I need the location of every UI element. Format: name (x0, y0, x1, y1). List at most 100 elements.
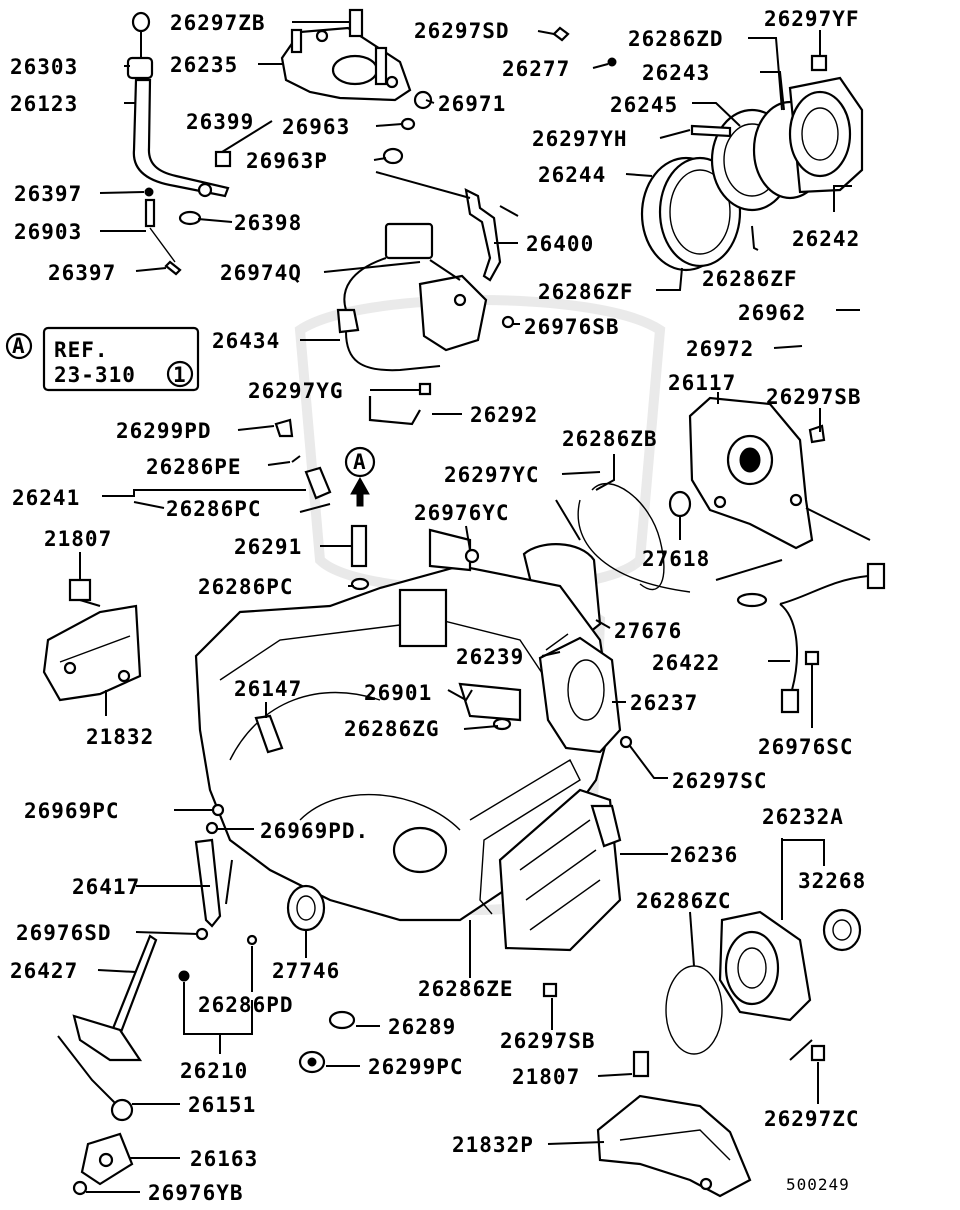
label-26232A: 26232A (762, 805, 844, 829)
label-26286ZE: 26286ZE (418, 977, 514, 1001)
mount-bracket-21832 (42, 578, 142, 702)
part-number-labels: 26297ZB 26303 26235 26297SD 26286ZD 2629… (10, 7, 866, 1205)
label-26151: 26151 (188, 1093, 256, 1117)
label-26289: 26289 (388, 1015, 456, 1039)
label-26901: 26901 (364, 681, 432, 705)
label-26291: 26291 (234, 535, 302, 559)
label-26962: 26962 (738, 301, 806, 325)
label-26963P: 26963P (246, 149, 328, 173)
label-26243: 26243 (642, 61, 710, 85)
speed-sensor-wire (736, 562, 886, 714)
label-26286ZC: 26286ZC (636, 889, 732, 913)
label-26303: 26303 (10, 55, 78, 79)
label-26974Q: 26974Q (220, 261, 302, 285)
diagram-id: 500249 (786, 1175, 850, 1194)
label-27618: 27618 (642, 547, 710, 571)
small-hardware-top (382, 26, 617, 165)
label-26297SD: 26297SD (414, 19, 510, 43)
label-26297SB-bottom: 26297SB (500, 1029, 596, 1053)
wire-harness (336, 222, 515, 372)
label-26434: 26434 (212, 329, 280, 353)
label-26286ZB: 26286ZB (562, 427, 658, 451)
label-26244: 26244 (538, 163, 606, 187)
dipstick-assembly (126, 11, 232, 276)
bracket-26400 (375, 171, 519, 282)
label-26972: 26972 (686, 337, 754, 361)
label-26903: 26903 (14, 220, 82, 244)
ref-box (5, 326, 200, 392)
label-26297SC: 26297SC (672, 769, 768, 793)
lever-26417 (194, 838, 233, 941)
mount-bracket-21832p (596, 1050, 752, 1198)
leader-lines (79, 21, 860, 1193)
ref-box-text: A REF. 23-310 1 (12, 334, 187, 387)
label-26297YF: 26297YF (764, 7, 860, 31)
label-27746: 27746 (272, 959, 340, 983)
label-26237: 26237 (630, 691, 698, 715)
ref-line-2: 23-310 (54, 363, 136, 387)
cover-plate (280, 8, 412, 102)
label-26292: 26292 (470, 403, 538, 427)
label-26286ZD: 26286ZD (628, 27, 724, 51)
label-21807-bottom: 21807 (512, 1065, 580, 1089)
label-26976SB: 26976SB (524, 315, 620, 339)
ref-circle-number: 1 (173, 363, 187, 387)
label-26422: 26422 (652, 651, 720, 675)
label-26286PC-b: 26286PC (198, 575, 294, 599)
label-26147: 26147 (234, 677, 302, 701)
label-26299PD: 26299PD (116, 419, 212, 443)
label-26397-b: 26397 (48, 261, 116, 285)
label-26976SD: 26976SD (16, 921, 112, 945)
label-26427: 26427 (10, 959, 78, 983)
callout-a-arrow (344, 446, 376, 591)
label-26241: 26241 (12, 486, 80, 510)
label-26245: 26245 (610, 93, 678, 117)
label-26236: 26236 (670, 843, 738, 867)
label-26976YB: 26976YB (148, 1181, 244, 1205)
label-26969PC: 26969PC (24, 799, 120, 823)
label-26286ZF-a: 26286ZF (538, 280, 634, 304)
label-21832P: 21832P (452, 1133, 534, 1157)
label-26963: 26963 (282, 115, 350, 139)
label-26971: 26971 (438, 92, 506, 116)
label-26286PE: 26286PE (146, 455, 242, 479)
label-26286ZG: 26286ZG (344, 717, 440, 741)
label-26976YC: 26976YC (414, 501, 510, 525)
oil-pan-26236 (469, 759, 622, 952)
callout-a-letter: A (353, 450, 367, 474)
label-26417: 26417 (72, 875, 140, 899)
label-26242: 26242 (792, 227, 860, 251)
label-21832: 21832 (86, 725, 154, 749)
label-26235: 26235 (170, 53, 238, 77)
label-26297YC: 26297YC (444, 463, 540, 487)
ref-line-1: REF. (54, 338, 109, 362)
label-26399: 26399 (186, 110, 254, 134)
label-26286ZF-b: 26286ZF (702, 267, 798, 291)
ref-circle-letter: A (12, 334, 26, 358)
label-26297SB-top: 26297SB (766, 385, 862, 409)
transmission-case (194, 528, 614, 922)
label-26286PC-a: 26286PC (166, 497, 262, 521)
label-26210: 26210 (180, 1059, 248, 1083)
label-26398: 26398 (234, 211, 302, 235)
label-26299PC: 26299PC (368, 1055, 464, 1079)
extension-housing (665, 908, 862, 1062)
label-26297ZB: 26297ZB (170, 11, 266, 35)
label-26239: 26239 (456, 645, 524, 669)
label-26277: 26277 (502, 57, 570, 81)
label-26976SC: 26976SC (758, 735, 854, 759)
label-32268: 32268 (798, 869, 866, 893)
label-26117: 26117 (668, 371, 736, 395)
label-26397-a: 26397 (14, 182, 82, 206)
label-21807-top: 21807 (44, 527, 112, 551)
end-cover-26237 (538, 633, 633, 754)
label-26297ZC: 26297ZC (764, 1107, 860, 1131)
label-26163: 26163 (190, 1147, 258, 1171)
label-26123: 26123 (10, 92, 78, 116)
oil-seal-27746 (286, 884, 326, 932)
label-26297YH: 26297YH (532, 127, 628, 151)
shift-shaft (57, 934, 158, 1196)
label-26969PD: 26969PD. (260, 819, 369, 843)
